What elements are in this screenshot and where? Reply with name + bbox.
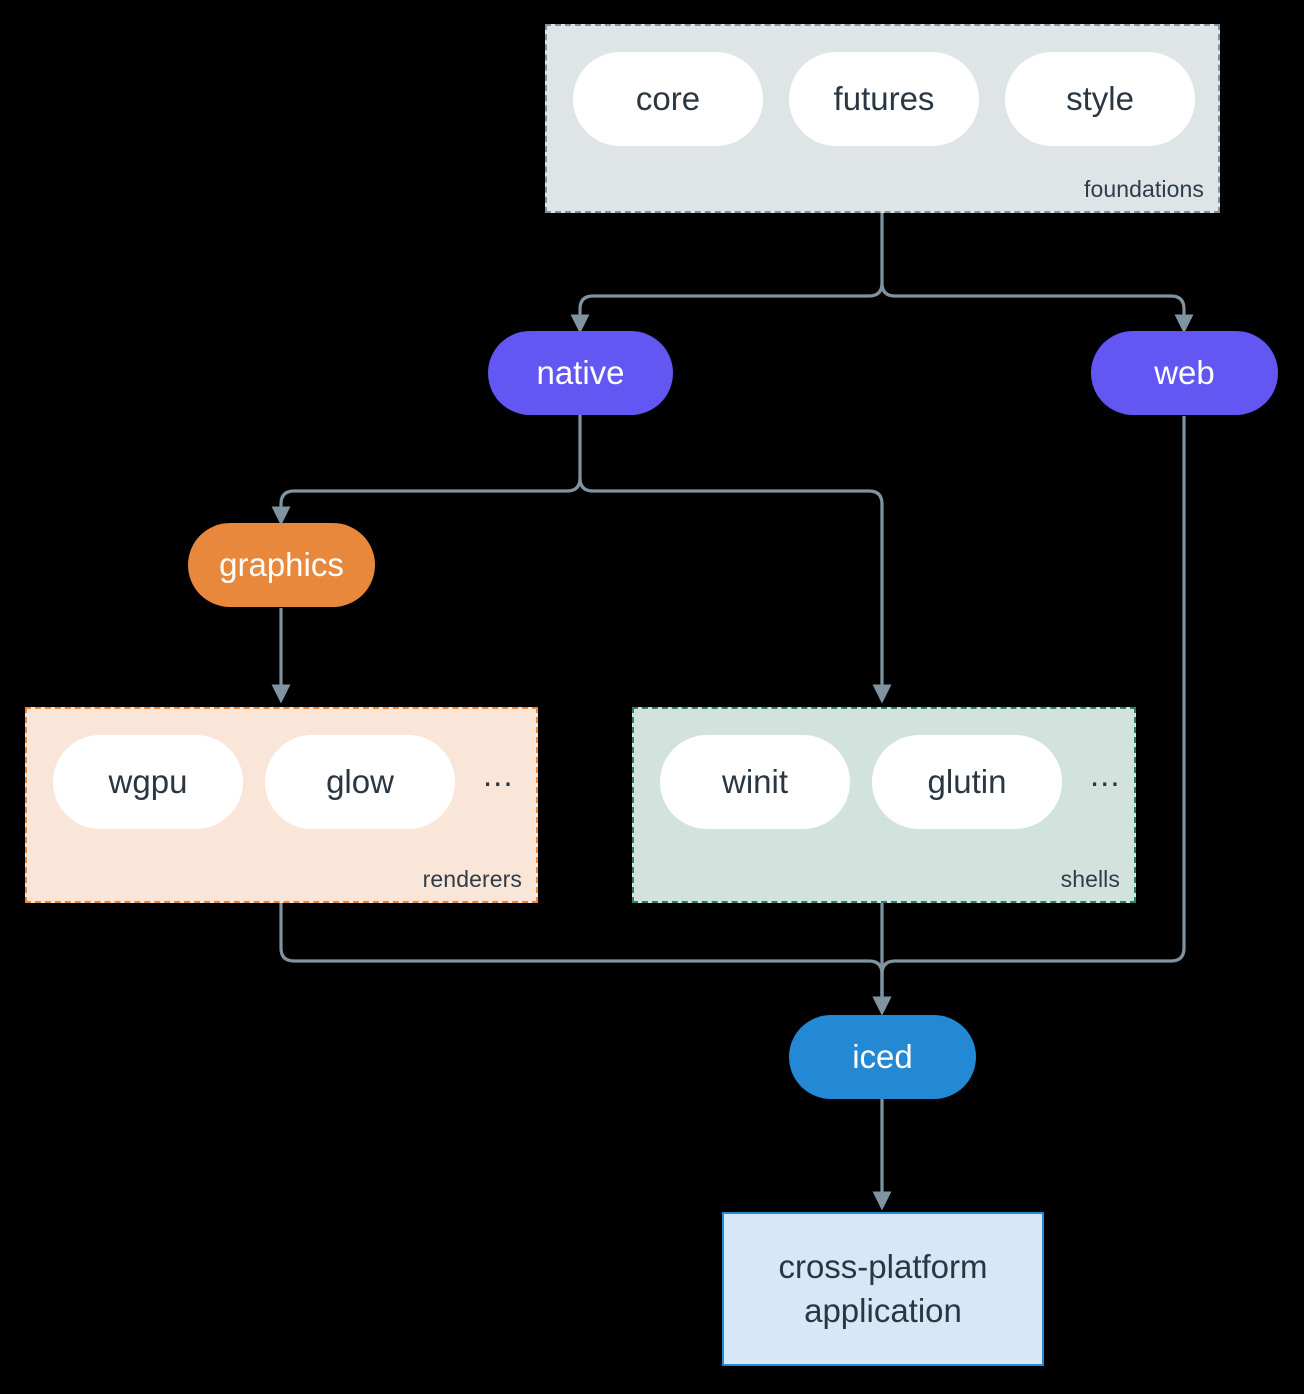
application-text: cross-platform application: [778, 1245, 987, 1332]
edge-foundations-to-web: [880, 282, 1194, 334]
edge-native-to-graphics: [271, 477, 582, 526]
edge-foundations-to-native: [570, 282, 884, 334]
pill-wgpu[interactable]: wgpu: [53, 735, 243, 829]
group-renderers-items: wgpu glow ...: [53, 735, 514, 829]
node-iced[interactable]: iced: [789, 1015, 976, 1099]
pill-style[interactable]: style: [1005, 52, 1195, 146]
node-native[interactable]: native: [488, 331, 673, 415]
node-web-label: web: [1154, 354, 1215, 391]
application-line-1: cross-platform: [778, 1248, 988, 1286]
group-foundations-label: foundations: [1083, 176, 1204, 202]
node-iced-label: iced: [852, 1038, 913, 1075]
pill-glutin-label: glutin: [927, 763, 1007, 800]
pill-futures-label: futures: [833, 80, 935, 117]
renderers-more-ellipsis: ...: [483, 756, 514, 793]
group-renderers: wgpu glow ... renderers: [25, 707, 538, 903]
node-native-label: native: [536, 354, 625, 391]
group-shells-items: winit glutin ...: [660, 735, 1121, 829]
pill-glutin[interactable]: glutin: [872, 735, 1062, 829]
node-web[interactable]: web: [1091, 331, 1278, 415]
group-foundations-items: core futures style: [573, 52, 1195, 146]
group-shells: winit glutin ... shells: [632, 707, 1136, 903]
pill-futures[interactable]: futures: [789, 52, 979, 146]
group-foundations: core futures style foundations: [545, 24, 1220, 213]
node-graphics[interactable]: graphics: [188, 523, 375, 607]
pill-glow-label: glow: [326, 763, 394, 800]
pill-winit[interactable]: winit: [660, 735, 850, 829]
pill-core-label: core: [635, 80, 701, 117]
pill-core[interactable]: core: [573, 52, 763, 146]
pill-style-label: style: [1066, 80, 1134, 117]
group-renderers-label: renderers: [422, 866, 522, 892]
pill-winit-label: winit: [721, 763, 789, 800]
pill-glow[interactable]: glow: [265, 735, 455, 829]
node-graphics-label: graphics: [219, 546, 344, 583]
pill-wgpu-label: wgpu: [108, 763, 188, 800]
edge-renderers-to-iced: [279, 901, 892, 1016]
node-cross-platform-application[interactable]: cross-platform application: [722, 1212, 1044, 1366]
shells-more-ellipsis: ...: [1090, 756, 1121, 793]
group-shells-label: shells: [1060, 866, 1120, 892]
edge-native-to-shells: [578, 477, 892, 704]
application-line-2: application: [804, 1292, 962, 1329]
